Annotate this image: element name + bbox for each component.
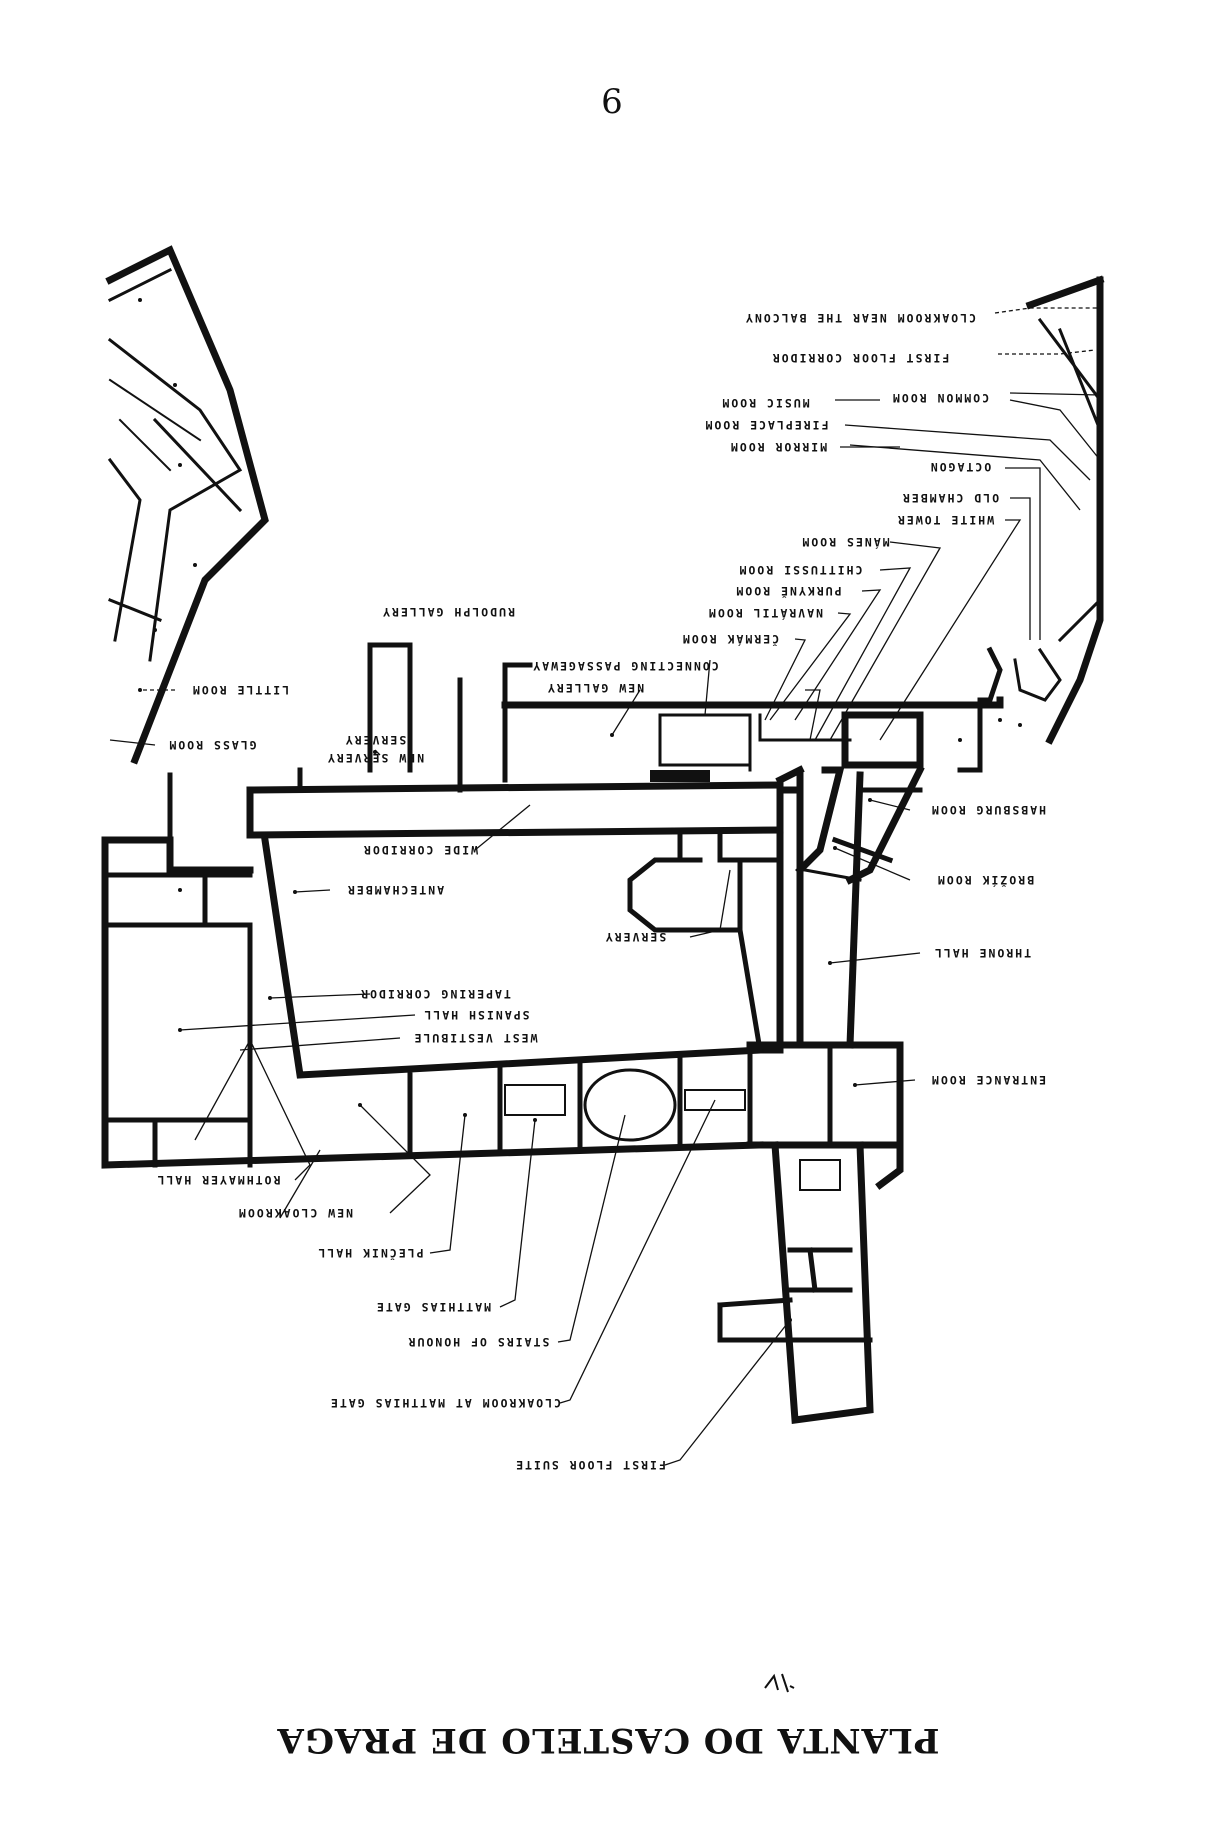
label-spanish-hall: SPANISH HALL bbox=[422, 1008, 529, 1022]
label-plecnik-hall: PLEČNIK HALL bbox=[316, 1246, 423, 1261]
label-matthias-gate: MATTHIAS GATE bbox=[375, 1300, 491, 1314]
label-cermak-room: ČERMÁK ROOM bbox=[681, 632, 779, 647]
label-new-gallery: NEW GALLERY bbox=[546, 681, 644, 695]
label-connecting-passageway: CONNECTING PASSAGEWAY bbox=[531, 659, 718, 673]
caption: PLANTA DO CASTELO DE PRAGA bbox=[276, 1720, 940, 1760]
label-manes-room: MÁNES ROOM bbox=[800, 535, 889, 550]
label-cloakroom-near-balcony: CLOAKROOM NEAR THE BALCONY bbox=[744, 311, 976, 325]
label-rudolph-gallery: RUDOLPH GALLERY bbox=[381, 605, 515, 619]
label-new-cloakroom: NEW CLOAKROOM bbox=[237, 1206, 353, 1220]
label-throne-hall: THRONE HALL bbox=[933, 946, 1031, 960]
label-glass-room: GLASS ROOM bbox=[167, 738, 256, 752]
label-west-vestibule: WEST VESTIBULE bbox=[413, 1031, 538, 1045]
label-cloakroom-matthias-gate: CLOAKROOM AT MATTHIAS GATE bbox=[329, 1396, 561, 1410]
label-tapering-corridor: TAPERING CORRIDOR bbox=[359, 987, 511, 1001]
room-dots bbox=[138, 298, 1022, 1322]
leader-lines bbox=[109, 307, 1101, 1466]
label-fireplace-room: FIREPLACE ROOM bbox=[704, 418, 829, 432]
label-rothmayer-hall: ROTHMAYER HALL bbox=[156, 1173, 281, 1187]
label-servery-top: SERVERY bbox=[344, 733, 406, 747]
label-servery-small: NEW SERVERY bbox=[326, 751, 424, 765]
label-stairs-of-honour: STAIRS OF HONOUR bbox=[407, 1335, 550, 1349]
label-common-room: COMMON ROOM bbox=[891, 391, 989, 405]
label-first-floor-suite: FIRST FLOOR SUITE bbox=[514, 1458, 666, 1472]
label-habsburg-room: HABSBURG ROOM bbox=[930, 803, 1046, 817]
label-chittussi-room: CHITTUSSI ROOM bbox=[738, 563, 863, 577]
caption-container: PLANTA DO CASTELO DE PRAGA bbox=[0, 1705, 1216, 1775]
room-labels: CLOAKROOM NEAR THE BALCONY FIRST FLOOR C… bbox=[156, 311, 1046, 1472]
label-old-chamber: OLD CHAMBER bbox=[901, 491, 999, 505]
label-antechamber: ANTECHAMBER bbox=[346, 883, 444, 897]
label-first-floor-corridor: FIRST FLOOR CORRIDOR bbox=[771, 351, 949, 365]
label-little-room: LITTLE ROOM bbox=[191, 683, 289, 697]
page-number: 6 bbox=[601, 82, 623, 122]
label-octagon: OCTAGON bbox=[929, 460, 991, 474]
pen-mark bbox=[764, 1673, 795, 1693]
label-brozik-room: BROŽÍK ROOM bbox=[936, 873, 1034, 888]
label-entrance-room: ENTRANCE ROOM bbox=[930, 1073, 1046, 1087]
label-music-room: MUSIC ROOM bbox=[720, 396, 809, 410]
label-navratil-room: NAVRÁTIL ROOM bbox=[707, 606, 823, 621]
label-mirror-room: MIRROR ROOM bbox=[729, 440, 827, 454]
label-wide-corridor: WIDE CORRIDOR bbox=[362, 843, 478, 857]
plan-walls bbox=[101, 245, 1105, 1424]
label-purkyne-room: PURKYNĚ ROOM bbox=[734, 584, 841, 599]
label-white-tower: WHITE TOWER bbox=[896, 513, 994, 527]
label-servery-mid: SERVERY bbox=[604, 930, 666, 944]
